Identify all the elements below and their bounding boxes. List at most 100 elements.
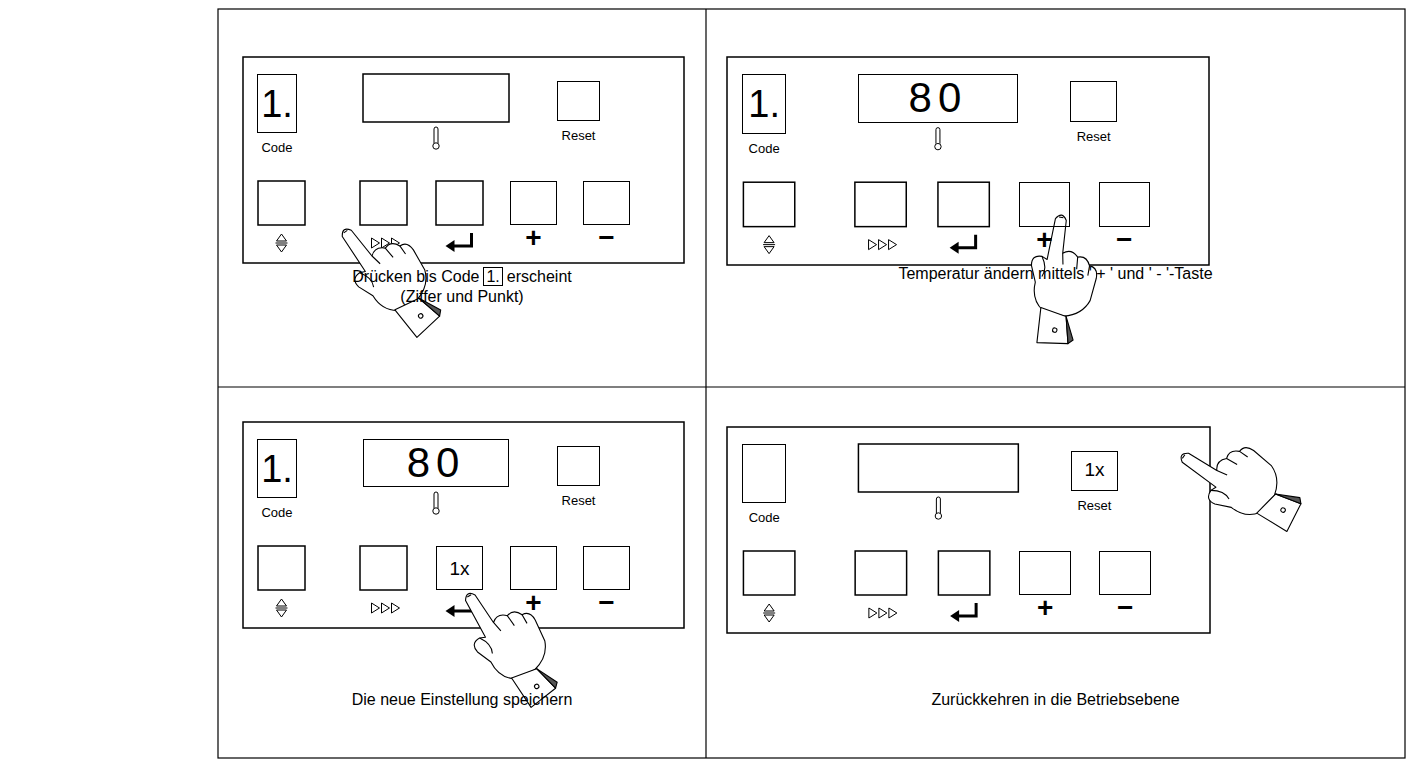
key-button (938, 551, 989, 595)
updown-symbol (763, 236, 775, 254)
key-button (743, 182, 794, 226)
plus-button: + (510, 546, 557, 590)
reset-button: Reset (557, 446, 600, 486)
key-button (743, 551, 794, 595)
thermometer-icon (935, 143, 941, 149)
panel-label: Reset (562, 129, 596, 142)
code-display: 1.Code (257, 74, 297, 133)
key-symbol: − (1117, 594, 1133, 622)
grid-line (218, 386, 1405, 387)
enter-button: 1x (436, 546, 483, 590)
caption-text: Drücken bis Code (352, 268, 479, 285)
display-box (858, 444, 1018, 492)
thermometer-icon (936, 128, 940, 144)
caption-line: (Ziffer und Punkt) (218, 287, 706, 307)
pointing-hand (1170, 418, 1314, 547)
temperature-value: 80 (407, 442, 466, 484)
key-symbol: − (598, 589, 614, 617)
step-panel: Drücken bis Code1.erscheint(Ziffer und P… (218, 9, 706, 387)
caption: Temperatur ändern mittels ' + ' und ' - … (706, 264, 1405, 284)
temperature-value: 80 (909, 77, 968, 119)
key-button (360, 546, 407, 590)
panel-frame (727, 427, 1210, 633)
reset-button: Reset (1070, 81, 1117, 121)
minus-button: − (583, 181, 630, 225)
thermometer-icon (433, 508, 439, 514)
control-panel (243, 57, 684, 263)
code-digit: 1. (748, 85, 780, 123)
temperature-display: 80 (363, 439, 509, 487)
plus-button: + (1019, 551, 1070, 595)
key-symbol: − (1116, 226, 1132, 254)
key-symbol: − (598, 224, 614, 252)
code-digit: 1. (261, 450, 293, 488)
display-box (363, 74, 509, 122)
caption-line: Die neue Einstellung speichern (218, 690, 706, 710)
key-button (855, 551, 906, 595)
grid-line (705, 9, 706, 758)
code-reference: 1. (483, 267, 502, 286)
panel-label: Reset (562, 494, 596, 507)
outer-frame (218, 9, 1405, 758)
enter-symbol (446, 233, 472, 252)
key-button (436, 181, 483, 225)
step-panel: Temperatur ändern mittels ' + ' und ' - … (706, 9, 1405, 387)
panel-frame (727, 57, 1209, 265)
temperature-display: 80 (858, 74, 1018, 122)
plus-button: + (1019, 182, 1070, 226)
panel-label: Code (749, 142, 780, 155)
plus-button: + (510, 181, 557, 225)
caption: Drücken bis Code1. erscheint (Ziffer und P… (218, 267, 706, 307)
panel-label: Code (261, 506, 292, 519)
key-button (258, 181, 305, 225)
updown-symbol (763, 604, 775, 622)
code-digit: 1. (261, 85, 293, 123)
next-symbol (869, 240, 897, 250)
reset-button: Reset (557, 81, 600, 121)
key-symbol: + (1036, 226, 1052, 254)
thermometer-icon (434, 127, 438, 143)
minus-button: − (1099, 182, 1150, 226)
panel-frame (243, 57, 684, 263)
next-symbol (372, 603, 400, 613)
caption-text: erscheint (507, 268, 572, 285)
step-panel: Die neue Einstellung speichern1.Code80Re… (218, 387, 706, 758)
code-display: 1.Code (742, 74, 786, 134)
panel-label: Code (261, 141, 292, 154)
press-count: 1x (449, 559, 469, 578)
minus-button: − (1099, 551, 1150, 595)
updown-symbol (276, 599, 288, 617)
caption-line: Drücken bis Code1. erscheint (218, 267, 706, 287)
thermometer-icon (935, 513, 941, 519)
key-symbol: + (525, 589, 541, 617)
reset-button: 1xReset (1071, 451, 1118, 491)
panel-label: Code (749, 511, 780, 524)
caption-line: Zurückkehren in die Betriebsebene (706, 690, 1405, 710)
next-symbol (869, 608, 897, 618)
control-panel (727, 57, 1209, 265)
caption-text: Zurückkehren in die Betriebsebene (931, 691, 1179, 708)
key-button (855, 182, 906, 226)
code-display: Code (742, 444, 786, 503)
key-button (258, 546, 305, 590)
panel-label: Reset (1077, 130, 1111, 143)
thermometer-icon (434, 492, 438, 508)
panel-label: Reset (1077, 499, 1111, 512)
caption-text: (Ziffer und Punkt) (400, 288, 523, 305)
caption-text: Temperatur ändern mittels ' + ' und ' - … (898, 265, 1212, 282)
control-panel (243, 422, 684, 628)
caption-text: Die neue Einstellung speichern (352, 691, 573, 708)
key-symbol: + (525, 224, 541, 252)
panel-frame (243, 422, 684, 628)
thermometer-icon (433, 143, 439, 149)
updown-symbol (276, 234, 288, 252)
key-button (938, 182, 989, 226)
thermometer-icon (936, 497, 940, 513)
press-count: 1x (1084, 460, 1104, 479)
caption: Zurückkehren in die Betriebsebene (706, 690, 1405, 710)
caption-line: Temperatur ändern mittels ' + ' und ' - … (706, 264, 1405, 284)
enter-symbol (950, 603, 976, 622)
enter-symbol (950, 235, 976, 254)
